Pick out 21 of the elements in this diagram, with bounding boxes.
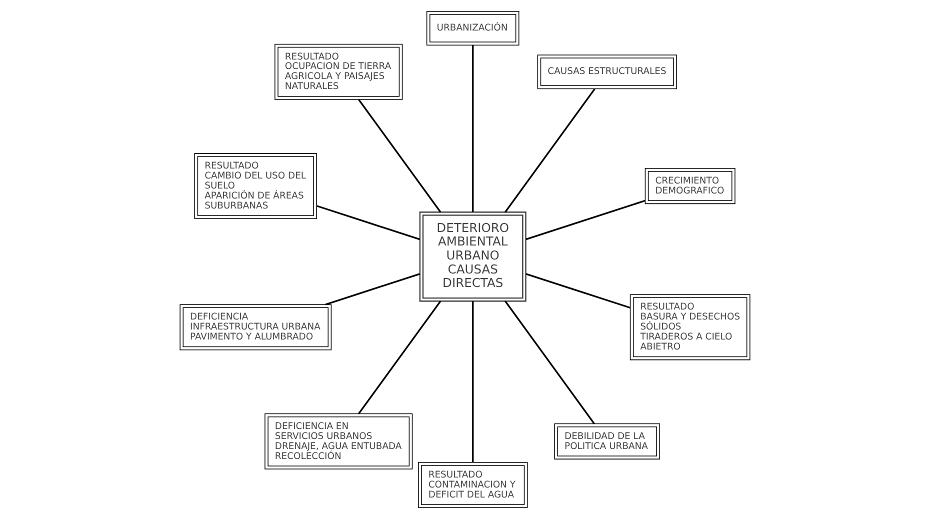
connector <box>504 300 594 424</box>
connector <box>358 300 441 414</box>
node-box: RESULTADO CAMBIO DEL USO DEL SUELO APARICIÓN DE ÁREAS SUBURBANAS <box>194 153 316 220</box>
node-box: DEFICIENCIA EN SERVICIOS URBANOS DRENAJE, AGUA ENTUBADA RECOLECCIÓN <box>264 413 412 470</box>
node-box: RESULTADO BASURA Y DESECHOS SÓLIDOS TIRADEROS A CIELO ABIETRO <box>629 294 750 360</box>
connector <box>472 301 474 462</box>
connector <box>324 273 420 306</box>
connector <box>316 205 420 240</box>
node-box: URBANIZACIÓN <box>426 10 519 46</box>
node-box: CRECIMIENTO DEMOGRAFICO <box>644 168 735 204</box>
node-box: RESULTADO CONTAMINACION Y DEFICIT DEL AGUA <box>418 462 528 508</box>
node-box: DEBILIDAD DE LA POLITICA URBANA <box>554 423 660 460</box>
node-box: DETERIORO AMBIENTAL URBANO CAUSAS DIRECTAS <box>418 212 526 302</box>
connector <box>525 200 645 240</box>
connector <box>525 273 630 309</box>
node-box: RESULTADO OCUPACION DE TIERRA AGRICOLA Y PAISAJES NATURALES <box>274 44 402 100</box>
connector <box>358 99 441 213</box>
connector <box>472 45 474 212</box>
connector <box>504 88 595 213</box>
node-box: CAUSAS ESTRUCTURALES <box>536 54 676 90</box>
node-box: DEFICIENCIA INFRAESTRUCTURA URBANA PAVIMENTO Y ALUMBRADO <box>179 304 332 350</box>
